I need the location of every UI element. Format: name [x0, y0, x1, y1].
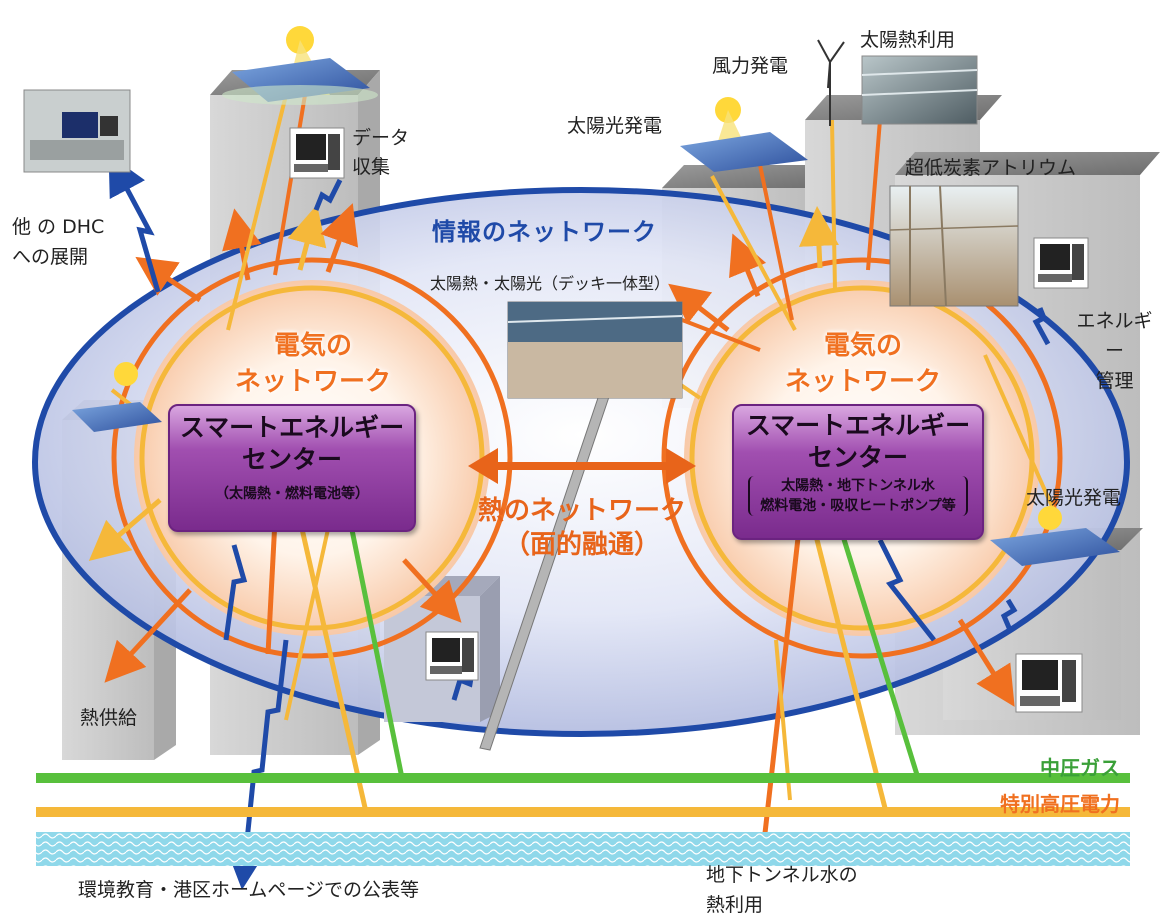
computer-icon-center	[425, 631, 479, 681]
solar-panel-left-small	[72, 362, 162, 432]
label-wind-power: 風力発電	[712, 55, 789, 77]
right-elec-ring-outer	[661, 257, 1063, 659]
energy-center-right-sub: 太陽熱・地下トンネル水 燃料電池・吸収ヒートポンプ等	[748, 476, 968, 516]
solar-panel-top-right	[680, 97, 808, 172]
energy-center-right-title: スマートエネルギー センター	[745, 411, 971, 472]
energy-center-left-title: スマートエネルギー センター	[179, 413, 405, 474]
heat-network-arrow	[468, 448, 696, 484]
energy-center-left: スマートエネルギー センター （太陽熱・燃料電池等）	[168, 404, 416, 532]
wind-turbine	[817, 39, 845, 126]
left-elec-ring-outer	[111, 257, 513, 659]
heat-network-title: 熱のネットワーク （面的融通）	[477, 496, 686, 560]
atrium-photo	[889, 185, 1019, 307]
label-solar-power-top: 太陽光発電	[567, 115, 663, 137]
elec-network-right-title: 電気の ネットワーク	[784, 331, 941, 397]
label-energy-mgmt: エネルギー 管理	[1076, 310, 1153, 392]
supply-drop-lines	[265, 519, 921, 861]
gas-line-label: 中圧ガス	[1040, 756, 1120, 780]
label-solar-heat-use: 太陽熱利用	[860, 29, 956, 51]
label-ultra-low-carbon: 超低炭素アトリウム	[905, 157, 1077, 179]
solar-heat-roof-photo	[861, 55, 978, 125]
power-line-label: 特別高圧電力	[1000, 792, 1120, 816]
label-other-dhc: 他 の DHC への展開	[12, 216, 105, 268]
energy-center-left-sub: （太陽熱・燃料電池等）	[215, 486, 369, 502]
computer-icon-right	[1015, 653, 1083, 713]
label-env-education: 環境教育・港区ホームページでの公表等	[78, 879, 420, 901]
label-data-collect: データ 収集	[352, 127, 410, 178]
label-deck-solar: 太陽熱・太陽光（デッキ一体型）	[430, 274, 671, 293]
left-ring-arrows	[88, 203, 462, 683]
computer-icon-data	[289, 127, 345, 179]
info-network-title: 情報のネットワーク	[432, 218, 657, 246]
computer-icon-energy	[1033, 237, 1089, 289]
label-heat-supply: 熱供給	[80, 707, 138, 729]
monitoring-room-photo	[23, 89, 131, 173]
label-tunnel-water: 地下トンネル水の 熱利用	[706, 864, 858, 916]
underground-water-band	[36, 832, 1130, 866]
solar-panel-right-low	[990, 506, 1120, 566]
deck-solar-photo	[507, 301, 683, 399]
energy-center-right: スマートエネルギー センター 太陽熱・地下トンネル水 燃料電池・吸収ヒートポンプ…	[732, 404, 984, 540]
label-solar-power-right: 太陽光発電	[1026, 487, 1122, 509]
elec-network-left-title: 電気の ネットワーク	[234, 331, 391, 397]
solar-panel-top-left	[222, 26, 378, 105]
